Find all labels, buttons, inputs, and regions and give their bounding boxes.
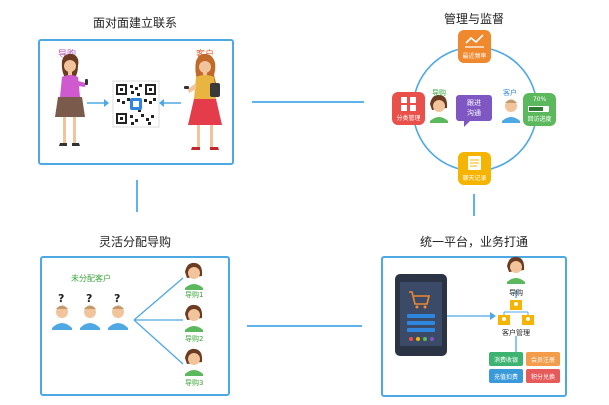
question-mark: ? (58, 292, 65, 305)
tag-box (526, 352, 560, 366)
guide-2-label: 导购2 (185, 335, 204, 343)
assign-title: 灵活分配导购 (98, 235, 171, 249)
tag-recharge: 充值扣费 (493, 374, 518, 381)
chat-records-node (458, 152, 491, 185)
tag-member-register: 会员注册 (530, 357, 555, 364)
tablet-device-icon (395, 274, 447, 356)
recent-frequency-node (458, 30, 491, 63)
customer-avatar (80, 305, 100, 330)
customer-avatar (52, 305, 72, 330)
connector-line (252, 101, 364, 103)
arrow-left-icon (159, 99, 181, 107)
bubble-line1-label: 跟进 (467, 99, 481, 107)
arrow-right-icon (87, 99, 109, 107)
customer-avatar (108, 305, 128, 330)
customer-management-icon (498, 300, 534, 325)
bubble-line2-label: 沟通 (467, 109, 481, 117)
tag-box (526, 369, 560, 383)
guide-woman-figure (55, 53, 88, 146)
tag-box (489, 369, 523, 383)
connector-line (136, 180, 138, 212)
question-mark: ? (86, 292, 93, 305)
tag-cash-register: 消费收银 (493, 357, 518, 364)
qr-code-icon (112, 80, 160, 128)
guide-avatar (185, 348, 203, 376)
guide-avatar (185, 262, 203, 290)
guide-1-label: 导购1 (185, 291, 204, 299)
center-customer-label: 客户 (503, 89, 517, 97)
guide-3-label: 导购3 (185, 379, 204, 387)
platform-illustration (395, 256, 560, 383)
connector-line (247, 325, 362, 327)
assign-illustration (52, 262, 203, 376)
customer-management-label: 客户管理 (502, 329, 530, 337)
platform-title: 统一平台，业务打通 (419, 235, 528, 249)
followup-progress-node (523, 93, 556, 126)
tag-box (489, 352, 523, 366)
guide-avatar (430, 94, 448, 123)
chat-bubble-icon (456, 95, 492, 127)
unassigned-customers-label: 未分配客户 (71, 274, 111, 283)
guide-avatar (507, 256, 525, 284)
tag-points-exchange: 积分兑换 (530, 374, 555, 381)
management-diagram (392, 30, 556, 185)
progress-percent-label: 70% (532, 96, 547, 103)
category-management-node (392, 92, 425, 125)
followup-progress-label: 回访进度 (527, 116, 552, 123)
face-to-face-illustration (55, 53, 222, 150)
center-guide-label: 导购 (432, 89, 446, 97)
chat-records-label: 聊天记录 (462, 175, 487, 182)
management-title: 管理与监督 (443, 12, 504, 26)
customer-woman-figure (184, 53, 222, 150)
connector-line (473, 194, 475, 216)
customer-avatar (502, 99, 520, 123)
face-to-face-title: 面对面建立联系 (92, 16, 177, 30)
platform-guide-label: 导购 (509, 289, 523, 297)
category-management-label: 分类管理 (396, 115, 421, 122)
recent-frequency-label: 最近频率 (462, 53, 487, 60)
question-mark: ? (114, 292, 121, 305)
guide-avatar (185, 304, 203, 332)
